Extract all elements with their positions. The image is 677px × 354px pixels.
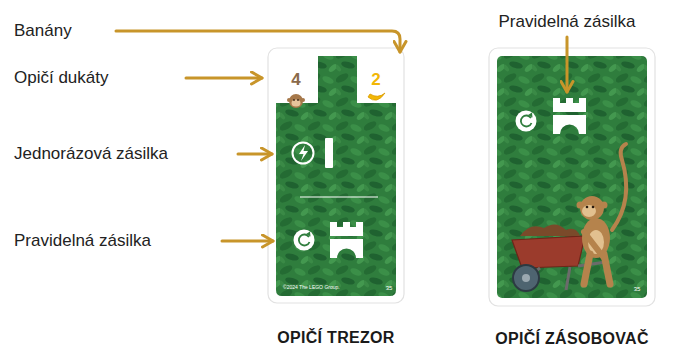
divider-line [300, 196, 378, 197]
wheelbarrow-part [566, 267, 570, 290]
monkey-face-icon-part [292, 100, 301, 107]
callout-label: Banány [14, 22, 72, 39]
monkey-figure-part [582, 205, 596, 217]
leader-arrow [238, 153, 272, 156]
callout-label: Pravidelná zásilka [14, 232, 151, 249]
cycle-icon-part [294, 230, 315, 251]
monkey-figure-part [612, 144, 626, 230]
wheelbarrow-part [578, 262, 606, 266]
cycle-icon-part [306, 232, 311, 237]
callout-label: Pravidelná zásilka [498, 13, 635, 30]
bridge-icon-part [553, 115, 586, 134]
monkey-face-icon-part [293, 99, 295, 101]
leader-arrow [566, 37, 569, 92]
banana-icon [368, 93, 385, 100]
wheelbarrow-part [522, 274, 530, 282]
monkey-face-icon [287, 94, 305, 108]
cycle-icon-part [516, 111, 537, 132]
card-frame [268, 48, 404, 303]
jungle-ground [276, 56, 396, 296]
cycle-icon-part [528, 113, 533, 118]
wheelbarrow-part [520, 224, 580, 236]
callout-label: Jednorázová zásilka [14, 145, 168, 162]
monkey-figure-part [601, 202, 608, 209]
monkey-figure-part [577, 202, 584, 209]
monkey-figure-part [592, 206, 595, 209]
callout-label: Opičí dukáty [14, 69, 109, 86]
lightning-icon-part [299, 145, 308, 161]
card: OPIČÍ ZÁSOBOVAČ [489, 48, 655, 306]
leader-arrow [116, 31, 400, 52]
card-zasobovac [489, 48, 655, 306]
leader-arrows [116, 31, 567, 241]
monkey-figure-part [586, 206, 589, 209]
cycle-icon [516, 111, 537, 132]
monkey-figure [577, 144, 627, 284]
banana-value: 2 [371, 71, 380, 88]
monkey-face-icon-part [287, 98, 291, 102]
monkey-figure-part [580, 196, 604, 220]
ducat-value: 4 [291, 71, 300, 88]
monkey-figure-part [604, 254, 610, 284]
lightning-icon-part [293, 143, 314, 164]
wheelbarrow-part [513, 265, 539, 291]
bridge-icon-part [330, 239, 363, 258]
card-frame [489, 48, 655, 306]
lightning-icon [293, 143, 314, 164]
cycle-icon-part [299, 234, 310, 245]
bridge-icon-part [553, 98, 586, 112]
bridge-icon [330, 222, 363, 258]
bridge-icon-part [330, 222, 363, 236]
card-number: 35 [634, 286, 641, 292]
wheelbarrow [512, 224, 606, 291]
monkey-face-icon-part [301, 98, 305, 102]
jungle-ground [497, 56, 647, 298]
brick-icon [325, 138, 333, 168]
card-number: 35 [386, 285, 393, 291]
wheelbarrow-part [512, 236, 585, 268]
bridge-icon [553, 98, 586, 134]
card-title: OPIČÍ ZÁSOBOVAČ [495, 330, 649, 348]
cycle-icon [294, 230, 315, 251]
monkey-face-icon-part [297, 99, 299, 101]
leader-arrow [222, 240, 273, 243]
leader-arrow [186, 77, 262, 80]
monkey-face-icon-part [289, 94, 303, 108]
monkey-figure-part [584, 254, 590, 284]
copyright-note: ©2024 The LEGO Group. [283, 285, 340, 290]
card-trezor [268, 48, 404, 303]
card-title: OPIČÍ TREZOR [277, 329, 394, 347]
cycle-icon-part [521, 115, 532, 126]
card: OPIČÍ TREZOR [268, 48, 404, 303]
